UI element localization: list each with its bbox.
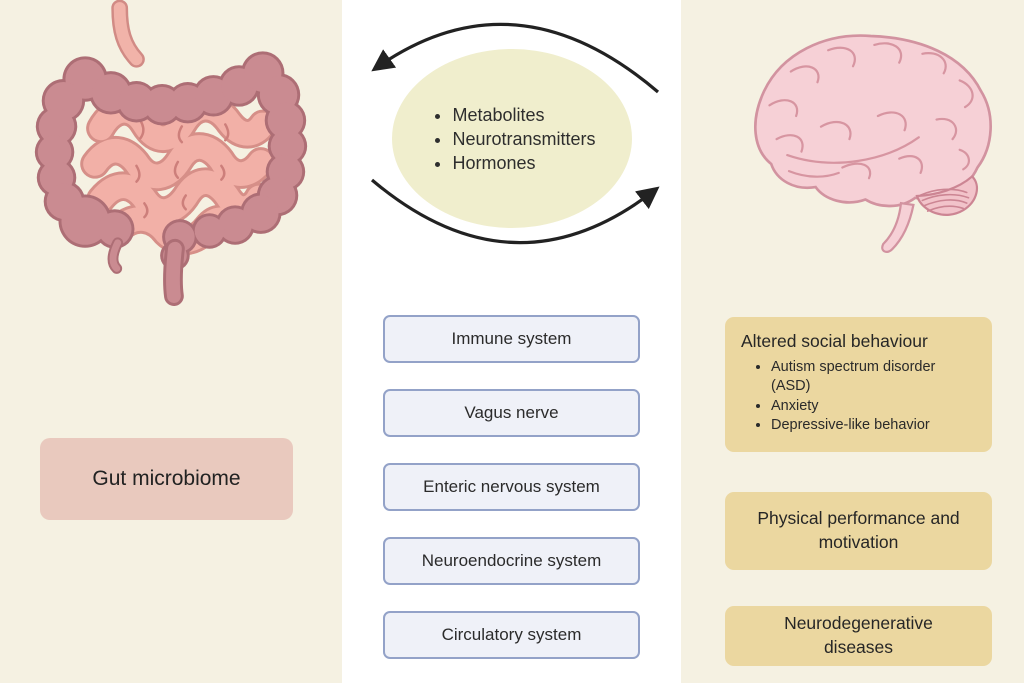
cerebellum	[915, 174, 979, 216]
pathway-box-enteric-nervous-system: Enteric nervous system	[383, 463, 640, 511]
pathway-box-vagus-nerve: Vagus nerve	[383, 389, 640, 437]
duodenum-tube	[111, 0, 145, 68]
cerebrum	[754, 34, 992, 208]
pathway-box-immune-system: Immune system	[383, 315, 640, 363]
outcome-title: Neurodegenerative diseases	[784, 613, 933, 657]
pathway-label: Vagus nerve	[464, 403, 559, 422]
outcome-box-altered-social-behaviour: Altered social behaviour Autism spectrum…	[725, 317, 992, 452]
gut-microbiome-label: Gut microbiome	[40, 438, 293, 520]
brain-illustration	[754, 34, 992, 253]
outcome-bullet: Anxiety	[771, 397, 956, 416]
cycle-arrow-top	[371, 22, 660, 94]
outcome-bullet-list: Autism spectrum disorder (ASD) Anxiety D…	[741, 358, 982, 436]
signal-item: Metabolites	[452, 103, 595, 127]
signal-molecules-ellipse: Metabolites Neurotransmitters Hormones	[392, 49, 632, 228]
pathway-box-circulatory-system: Circulatory system	[383, 611, 640, 659]
outcome-bullet: Depressive-like behavior	[771, 416, 956, 435]
cycle-arrow-bottom	[370, 178, 660, 245]
appendix	[107, 237, 124, 274]
signal-molecules-list: Metabolites Neurotransmitters Hormones	[428, 103, 595, 175]
intestine-illustration	[34, 0, 308, 306]
signal-item: Hormones	[452, 151, 595, 175]
pathway-label: Immune system	[451, 329, 572, 348]
pathway-label: Circulatory system	[441, 625, 582, 644]
outcome-title: Altered social behaviour	[741, 331, 928, 351]
outcome-box-physical-performance: Physical performance and motivation	[725, 492, 992, 570]
gut-microbiome-label-text: Gut microbiome	[92, 467, 241, 490]
cycle-arrows	[370, 22, 660, 245]
rectum	[163, 238, 185, 306]
pathway-label: Enteric nervous system	[423, 477, 600, 496]
outcome-box-neurodegenerative-diseases: Neurodegenerative diseases	[725, 606, 992, 666]
pathway-box-neuroendocrine-system: Neuroendocrine system	[383, 537, 640, 585]
signal-item: Neurotransmitters	[452, 127, 595, 151]
brainstem	[881, 201, 915, 253]
pathway-label: Neuroendocrine system	[421, 551, 602, 570]
outcome-bullet: Autism spectrum disorder (ASD)	[771, 358, 956, 397]
outcome-title: Physical performance and motivation	[757, 508, 960, 552]
